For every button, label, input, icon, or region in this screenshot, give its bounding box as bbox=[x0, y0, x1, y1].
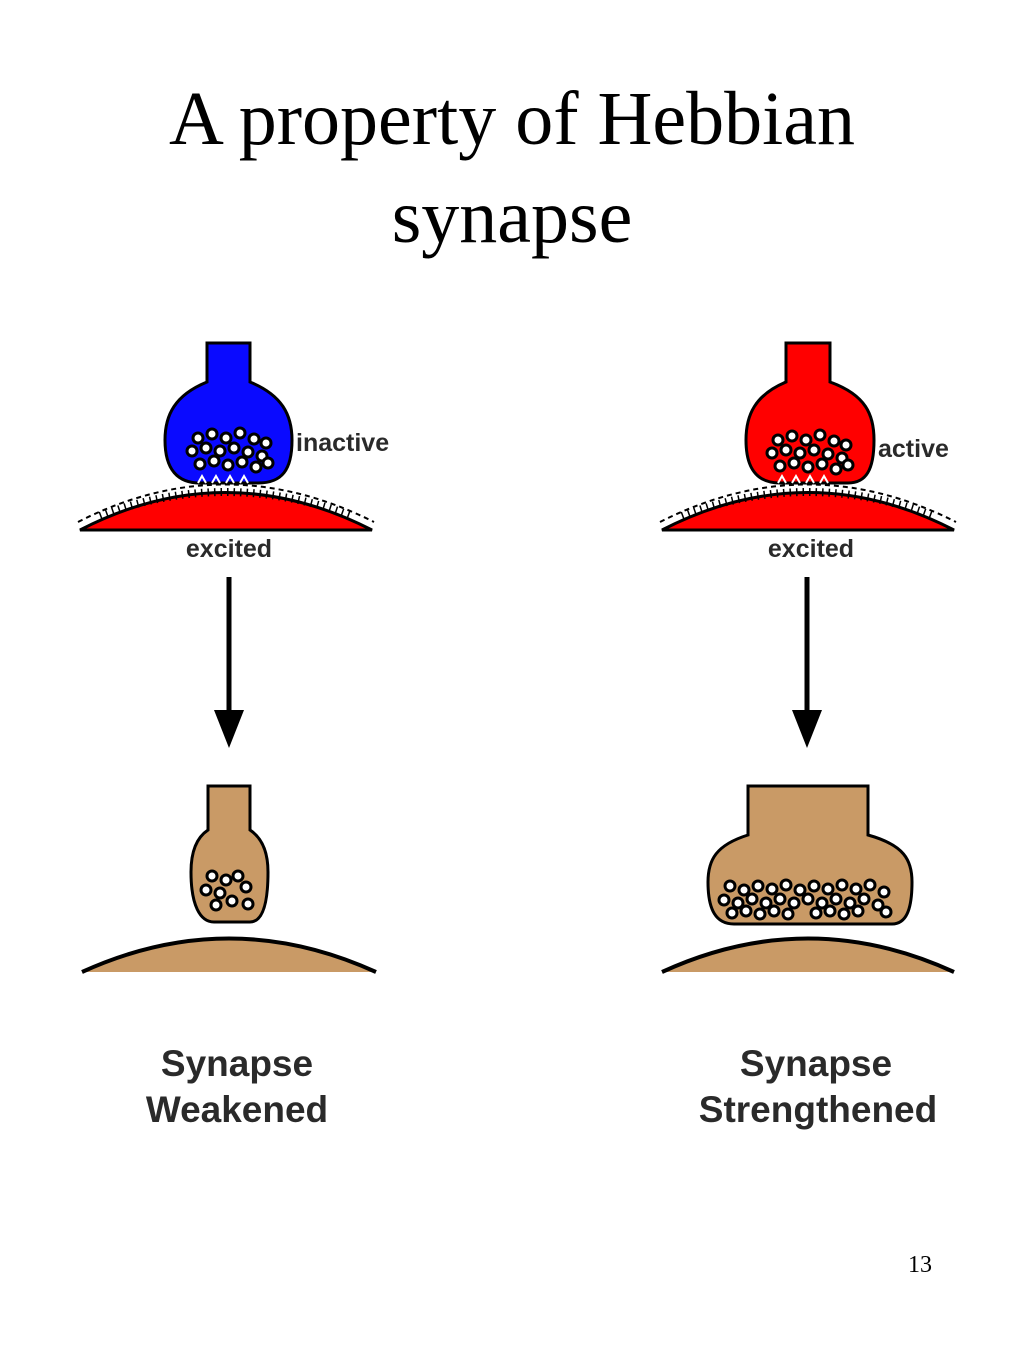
right-postsynaptic-membrane bbox=[661, 491, 955, 532]
right-before-synapse: active excited bbox=[659, 341, 957, 563]
left-postsynaptic-membrane bbox=[79, 491, 373, 532]
left-down-arrow bbox=[214, 577, 244, 748]
left-post-state-label: excited bbox=[186, 535, 272, 563]
left-vesicles-after bbox=[199, 869, 255, 912]
left-result-line-2: Weakened bbox=[146, 1089, 328, 1130]
right-pre-state-label: active bbox=[878, 435, 949, 463]
right-vesicles-before bbox=[765, 428, 855, 476]
left-pre-state-label: inactive bbox=[296, 429, 389, 457]
left-vesicles-before bbox=[185, 426, 275, 474]
right-down-arrow bbox=[792, 577, 822, 748]
title-line-2: synapse bbox=[391, 175, 633, 259]
left-membrane-receptors bbox=[98, 488, 354, 520]
left-result-line-1: Synapse bbox=[161, 1043, 313, 1084]
right-vesicles-after bbox=[717, 878, 893, 921]
right-result-line-1: Synapse bbox=[740, 1043, 892, 1084]
left-release-sites bbox=[197, 473, 249, 484]
slide-title: A property of Hebbian synapse bbox=[0, 70, 1024, 266]
right-after-synapse: Synapse Strengthened bbox=[661, 784, 955, 1130]
right-membrane-receptors bbox=[680, 488, 936, 520]
title-line-1: A property of Hebbian bbox=[169, 77, 855, 161]
right-post-state-label: excited bbox=[768, 535, 854, 563]
left-before-synapse: inactive excited bbox=[77, 341, 389, 563]
right-release-sites bbox=[777, 473, 829, 484]
page-number: 13 bbox=[908, 1252, 932, 1278]
left-after-synapse: Synapse Weakened bbox=[81, 784, 377, 1130]
right-result-line-2: Strengthened bbox=[699, 1089, 937, 1130]
